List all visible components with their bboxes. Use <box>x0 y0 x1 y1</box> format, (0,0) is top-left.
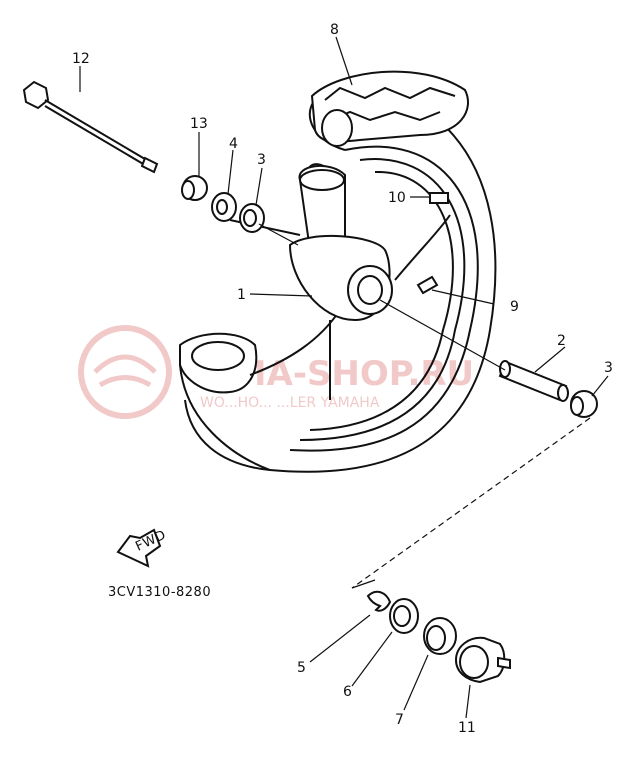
axle-part-12 <box>22 80 159 174</box>
watermark-subtitle: WO...HO... ...LER YAMAHA <box>200 395 380 411</box>
bolt-part-9 <box>416 275 439 295</box>
gear-unit-part-11 <box>454 636 511 684</box>
bearing-part-3-left <box>239 203 265 233</box>
collar-part-2 <box>498 360 569 402</box>
callout-12: 12 <box>72 51 90 67</box>
bolt-part-10 <box>429 192 449 204</box>
callout-8: 8 <box>330 22 339 38</box>
callout-3-left: 3 <box>257 152 266 168</box>
tire-section <box>310 70 469 147</box>
forward-arrow-icon: FWD <box>116 528 169 568</box>
callout-13: 13 <box>190 116 208 132</box>
callout-11: 11 <box>458 720 476 736</box>
callout-10: 10 <box>388 190 406 206</box>
leader-lines <box>79 36 609 719</box>
oil-seal-part-4 <box>211 192 237 222</box>
callout-7: 7 <box>395 712 404 728</box>
wheel-hub <box>288 164 393 322</box>
bearing-part-3-right <box>570 390 598 418</box>
watermark-logo-icon <box>78 325 172 419</box>
ring-part-7 <box>423 617 457 655</box>
spacer-part-13 <box>181 175 208 201</box>
callout-3-right: 3 <box>604 360 613 376</box>
callout-6: 6 <box>343 684 352 700</box>
watermark: YAMA-SHOP.RU WO...HO... ...LER YAMAHA <box>78 325 474 419</box>
callout-2: 2 <box>557 333 566 349</box>
callout-4: 4 <box>229 136 238 152</box>
part-code: 3CV1310-8280 <box>108 585 211 600</box>
clip-part-5 <box>366 590 392 612</box>
oil-seal-part-6 <box>389 598 419 634</box>
tire-section-lower <box>179 332 271 471</box>
callout-5: 5 <box>297 660 306 676</box>
callout-9: 9 <box>510 299 519 315</box>
callout-1: 1 <box>237 287 246 303</box>
callout-labels: 12 13 4 3 8 10 1 9 2 3 5 6 7 11 <box>72 22 613 736</box>
